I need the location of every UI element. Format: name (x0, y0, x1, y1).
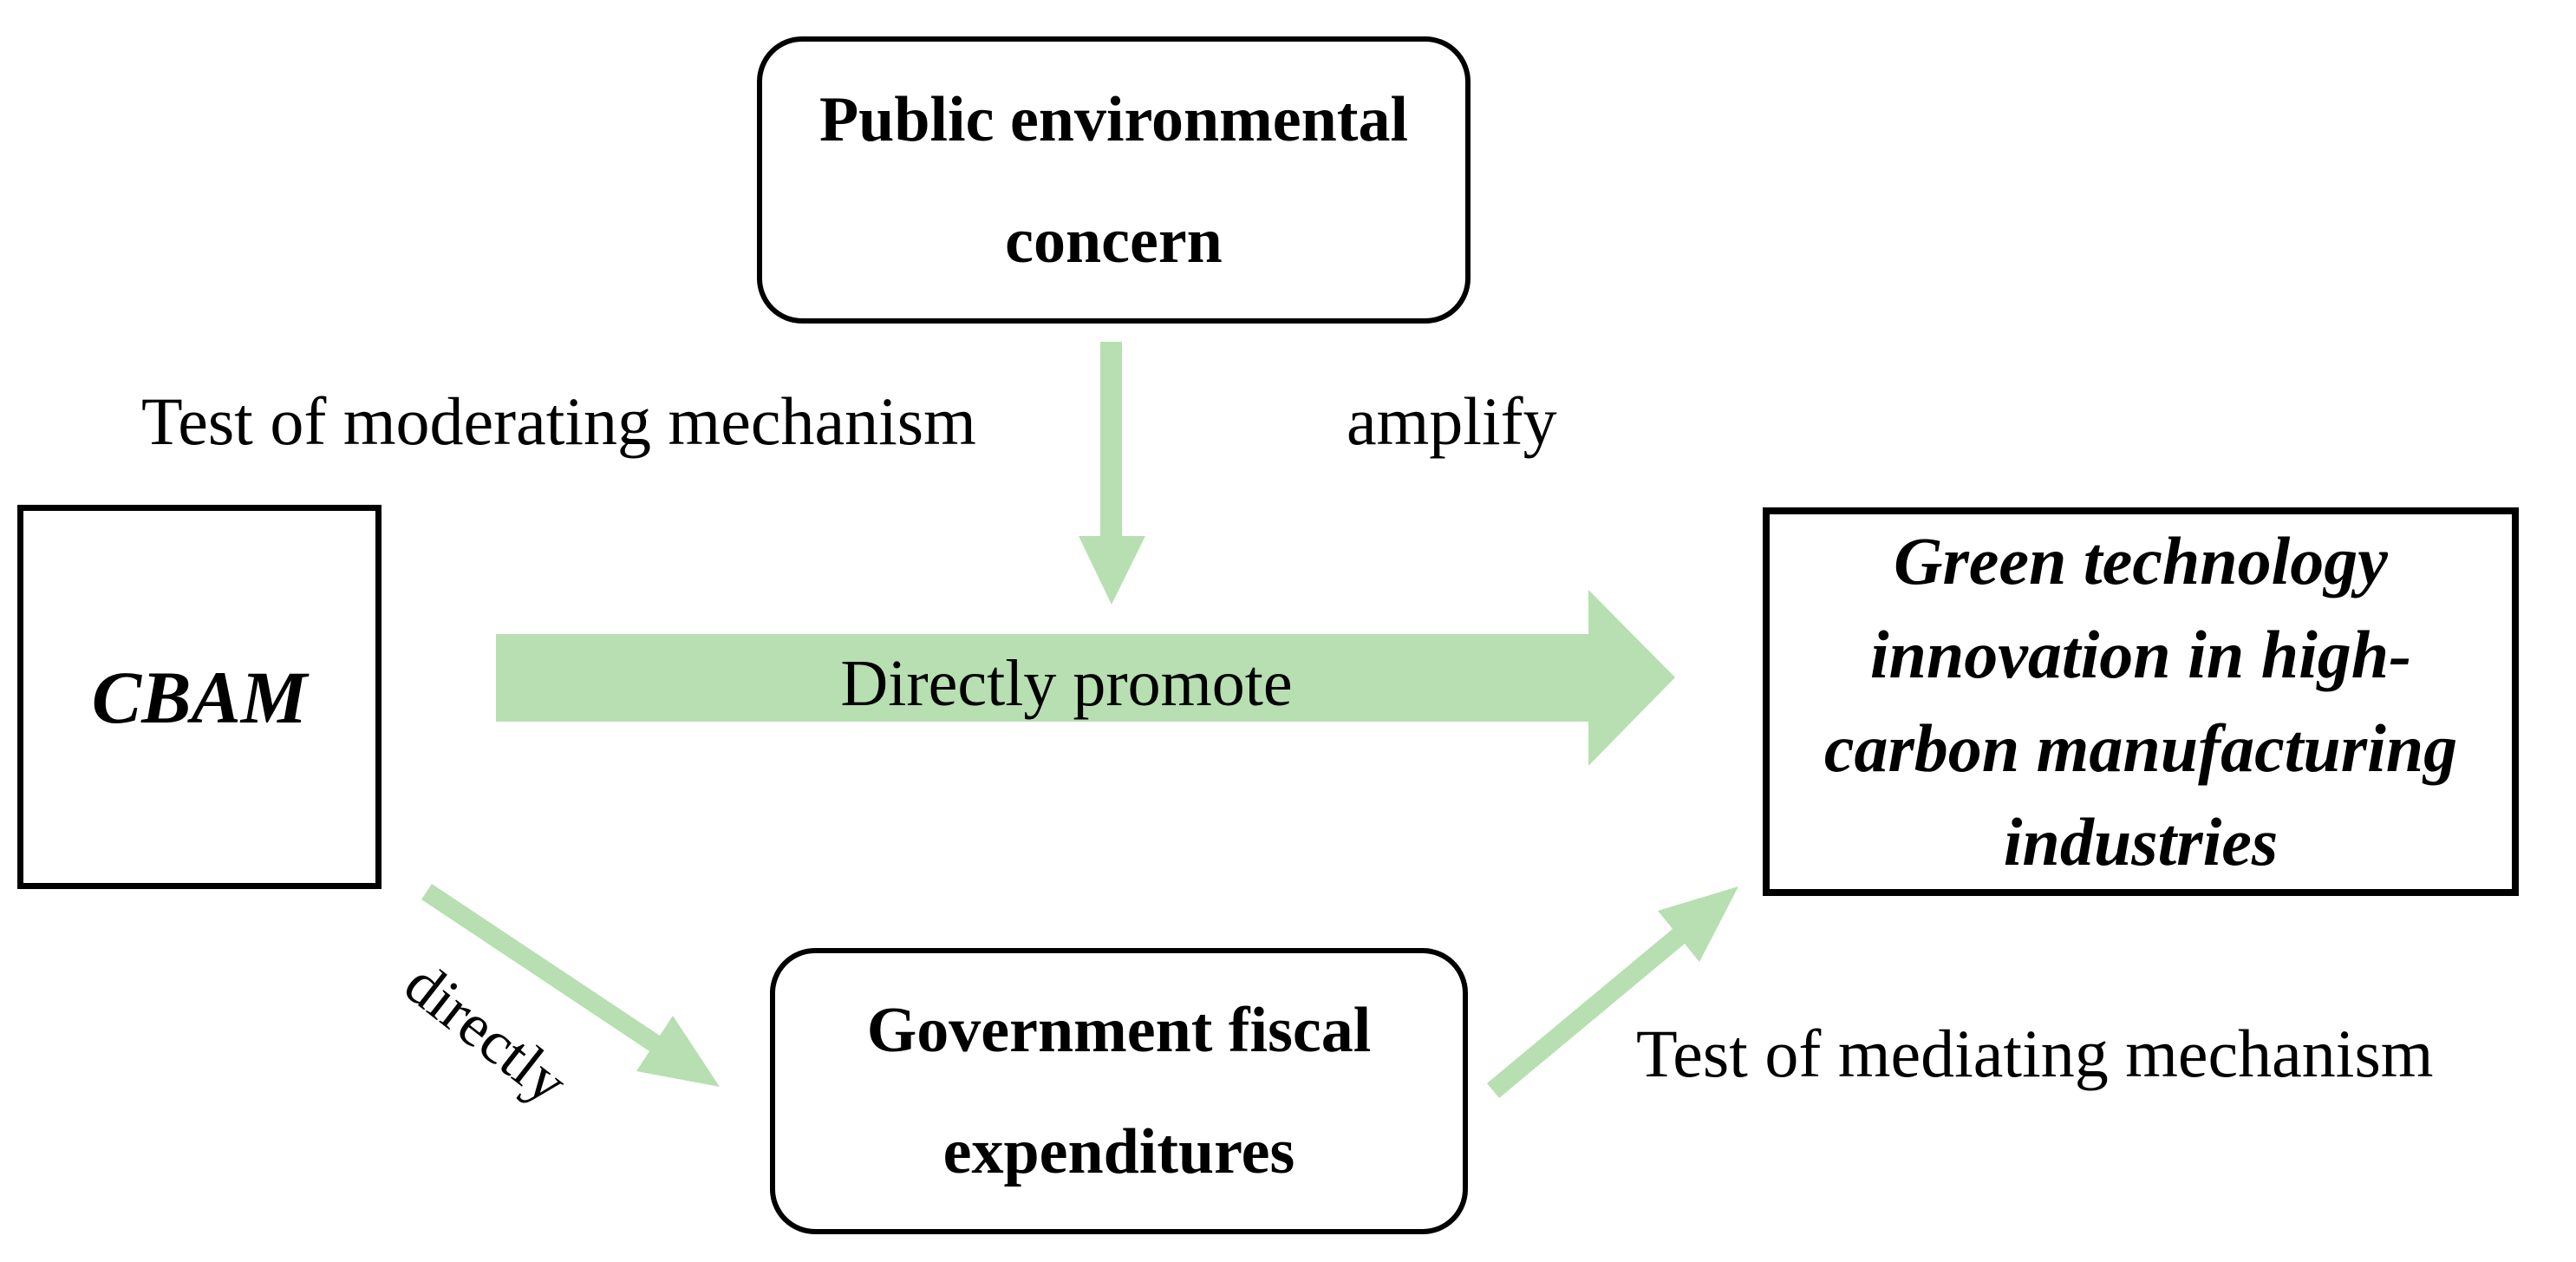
cbam-to-fiscal-arrow (421, 884, 720, 1087)
moderating-down-arrow-stem (1100, 342, 1122, 538)
moderating-down-arrow (1079, 342, 1145, 605)
moderating-mechanism-label: Test of moderating mechanism (141, 383, 976, 459)
directly-promote-arrow-head (1588, 590, 1675, 766)
cbam-label: CBAM (91, 655, 308, 739)
government-fiscal-line2: expenditures (942, 1116, 1295, 1187)
green-innovation-line2: innovation in high- (1869, 617, 2412, 692)
directly-promote-arrow (496, 590, 1675, 766)
public-environmental-concern-line2: concern (1005, 205, 1223, 277)
directly-promote-arrow-stem (496, 634, 1588, 722)
green-innovation-line3: carbon manufacturing (1823, 710, 2458, 786)
green-innovation-line1: Green technology (1894, 523, 2388, 598)
amplify-label: amplify (1347, 383, 1557, 459)
cbam-box: CBAM (17, 505, 382, 889)
government-fiscal-line1: Government fiscal (866, 995, 1372, 1066)
directly-promote-label: Directly promote (840, 647, 1293, 720)
government-fiscal-expenditures-box: Government fiscal expenditures (770, 948, 1468, 1234)
green-technology-innovation-box: Green technology innovation in high- car… (1763, 507, 2519, 896)
public-environmental-concern-line1: Public environmental (818, 83, 1409, 155)
fiscal-to-innovation-arrow (1487, 886, 1738, 1098)
mediating-mechanism-label: Test of mediating mechanism (1636, 1016, 2434, 1091)
public-environmental-concern-box: Public environmental concern (757, 36, 1471, 324)
moderating-down-arrow-head (1079, 536, 1145, 605)
green-innovation-line4: industries (2003, 804, 2279, 879)
